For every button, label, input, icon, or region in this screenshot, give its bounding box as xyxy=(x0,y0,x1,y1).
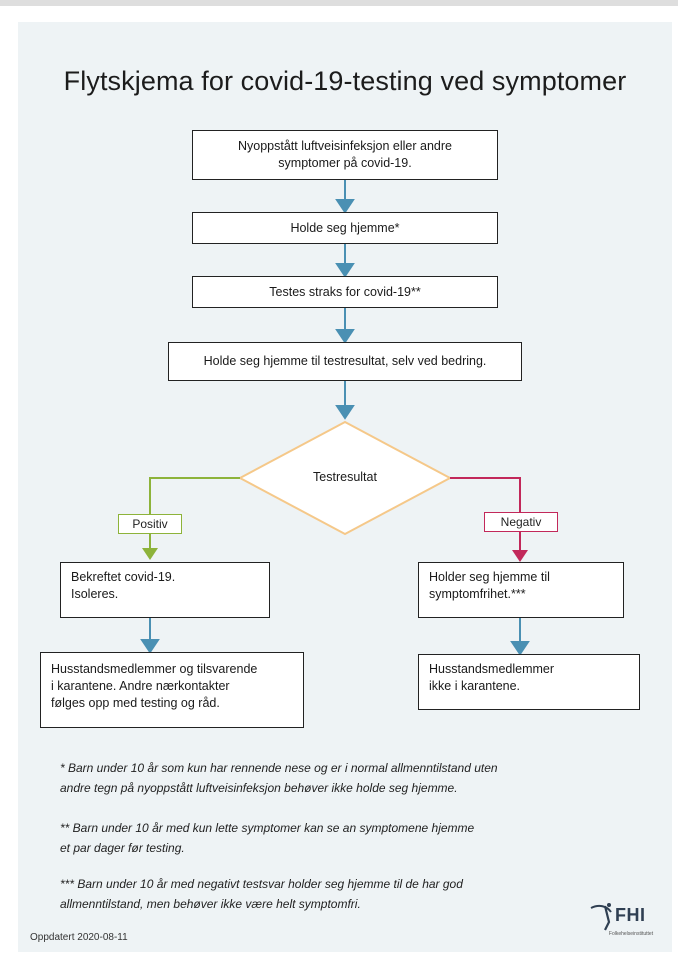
positive-connector xyxy=(149,477,240,514)
step-stay-home-text: Holde seg hjemme* xyxy=(290,220,400,235)
fhi-logo-icon xyxy=(590,903,612,931)
top-border xyxy=(0,0,678,6)
footnote-1: * Barn under 10 år som kun har rennende … xyxy=(60,758,620,798)
negative-tag: Negativ xyxy=(484,512,558,532)
step-wait-result-text: Holde seg hjemme til testresultat, selv … xyxy=(203,354,487,368)
positive-arrowhead xyxy=(142,548,158,560)
arrowhead-4-decision xyxy=(335,405,355,420)
decision-label: Testresultat xyxy=(313,470,377,484)
positive-arrowhead-2 xyxy=(140,639,160,654)
step-symptoms-text: Nyoppstått luftveisinfeksjon eller andre… xyxy=(237,139,452,170)
positive-confirmed-line2: Isoleres. xyxy=(71,587,119,601)
negative-household-line2: ikke i karantene. xyxy=(429,679,521,693)
footnote-1-line1: * Barn under 10 år som kun har rennende … xyxy=(60,761,498,775)
positive-household-line2: i karantene. Andre nærkontakter xyxy=(51,679,230,693)
negative-arrowhead xyxy=(512,550,528,562)
step-stay-home-box: Holde seg hjemme* xyxy=(192,212,498,244)
footnote-2-line1: ** Barn under 10 år med kun lette sympto… xyxy=(60,821,475,835)
updated-date: Oppdatert 2020-08-11 xyxy=(30,932,128,943)
negative-stay-home-box: Holder seg hjemme til symptomfrihet.*** xyxy=(418,562,624,618)
fhi-logo-subtitle: Folkehelseinstituttet xyxy=(608,931,654,937)
step-wait-result-box: Holde seg hjemme til testresultat, selv … xyxy=(168,342,522,381)
step-test-text: Testes straks for covid-19** xyxy=(269,284,421,299)
flow-connectors xyxy=(140,180,530,656)
footnote-1-line2: andre tegn på nyoppstått luftveisinfeksj… xyxy=(60,781,458,795)
positive-label: Positiv xyxy=(132,517,168,531)
step-test-box: Testes straks for covid-19** xyxy=(192,276,498,308)
arrowhead-1-2 xyxy=(335,199,355,214)
footnote-3-line1: *** Barn under 10 år med negativt testsv… xyxy=(60,877,463,891)
positive-household-box: Husstandsmedlemmer og tilsvarende i kara… xyxy=(40,652,304,728)
footnote-3-line2: allmenntilstand, men behøver ikke være h… xyxy=(60,897,361,911)
arrowhead-2-3 xyxy=(335,263,355,278)
footnote-2-line2: et par dager før testing. xyxy=(60,841,185,855)
positive-household-line1: Husstandsmedlemmer og tilsvarende xyxy=(51,662,258,676)
negative-label: Negativ xyxy=(500,515,542,529)
positive-household-line3: følges opp med testing og råd. xyxy=(51,696,220,710)
positive-confirmed-box: Bekreftet covid-19. Isoleres. xyxy=(60,562,270,618)
positive-confirmed-line1: Bekreftet covid-19. xyxy=(71,570,176,584)
footnote-2: ** Barn under 10 år med kun lette sympto… xyxy=(60,818,620,858)
footnote-3: *** Barn under 10 år med negativt testsv… xyxy=(60,874,620,914)
negative-household-line1: Husstandsmedlemmer xyxy=(429,662,555,676)
step-symptoms-box: Nyoppstått luftveisinfeksjon eller andre… xyxy=(192,130,498,180)
negative-stay-home-line1: Holder seg hjemme til xyxy=(429,570,550,584)
negative-household-box: Husstandsmedlemmer ikke i karantene. xyxy=(418,654,640,710)
positive-tag: Positiv xyxy=(118,514,182,534)
decision-diamond xyxy=(237,420,453,536)
page-title: Flytskjema for covid-19-testing ved symp… xyxy=(63,66,627,96)
negative-arrowhead-2 xyxy=(510,641,530,656)
arrowhead-3-4 xyxy=(335,329,355,344)
negative-stay-home-line2: symptomfrihet.*** xyxy=(429,587,526,601)
fhi-logo-text: FHI xyxy=(615,905,646,925)
flowchart-page: Flytskjema for covid-19-testing ved symp… xyxy=(18,22,672,952)
negative-connector xyxy=(450,477,521,512)
